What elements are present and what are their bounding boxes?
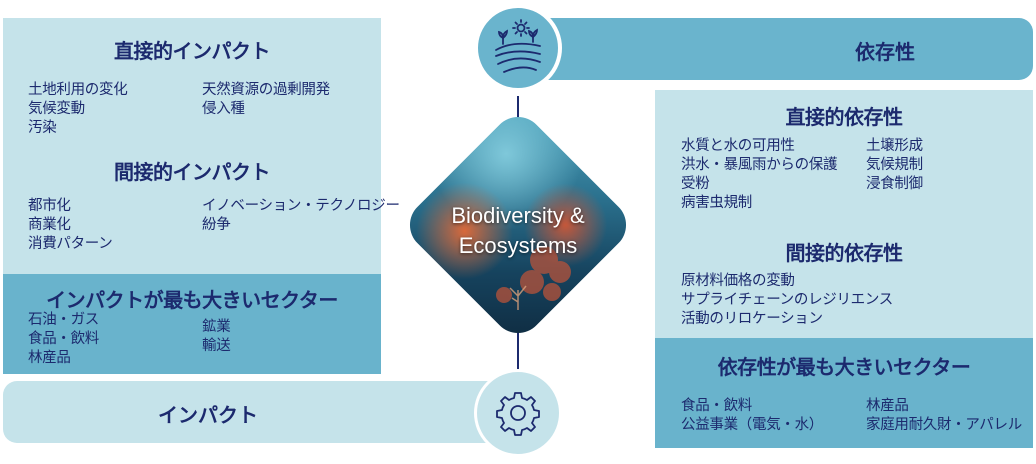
list-item: 土地利用の変化 (28, 82, 128, 98)
list-item: 土壌形成 (866, 138, 923, 154)
list-item: 病害虫規制 (681, 195, 752, 211)
impact-panel (3, 18, 381, 274)
indirect-dependency-list: 原材料価格の変動 サプライチェーンのレジリエンス 活動のリロケーション (681, 272, 893, 329)
direct-dependency-list-2: 土壌形成 気候規制 浸食制御 (866, 137, 923, 194)
list-item: 林産品 (866, 398, 909, 414)
dependency-sectors-list-2: 林産品 家庭用耐久財・アパレル (866, 397, 1022, 435)
bottom-connector-line (517, 332, 519, 372)
coral-decoration (496, 246, 571, 310)
direct-impact-title: 直接的インパクト (114, 39, 271, 63)
impact-sectors-panel (3, 274, 381, 374)
dependency-circle (474, 4, 562, 92)
impact-banner-label: インパクト (158, 403, 258, 427)
dependency-banner-label: 依存性 (855, 40, 915, 64)
list-item: 消費パターン (28, 236, 113, 252)
indirect-impact-list-2: イノベーション・テクノロジー 紛争 (202, 197, 400, 235)
list-item: 受粉 (681, 176, 710, 192)
list-item: 気候変動 (28, 101, 85, 117)
list-item: 林産品 (28, 350, 71, 366)
list-item: 天然資源の過剰開発 (202, 82, 330, 98)
impact-circle (474, 369, 562, 457)
impact-banner: インパクト (3, 381, 503, 443)
biodiversity-label: Biodiversity & Ecosystems (418, 201, 618, 261)
list-item: 原材料価格の変動 (681, 273, 795, 289)
list-item: 家庭用耐久財・アパレル (866, 417, 1022, 433)
direct-impact-list-1: 土地利用の変化 気候変動 汚染 (28, 81, 128, 138)
list-item: 汚染 (28, 120, 57, 136)
list-item: 都市化 (28, 198, 71, 214)
dependency-banner: 依存性 (515, 18, 1033, 80)
list-item: 食品・飲料 (681, 398, 752, 414)
list-item: 水質と水の可用性 (681, 138, 795, 154)
list-item: 鉱業 (202, 319, 231, 335)
indirect-impact-title: 間接的インパクト (114, 160, 271, 184)
list-item: 洪水・暴風雨からの保護 (681, 157, 838, 173)
list-item: 石油・ガス (28, 312, 99, 328)
dependency-sectors-title: 依存性が最も大きいセクター (717, 355, 971, 379)
list-item: イノベーション・テクノロジー (202, 198, 400, 214)
list-item: 活動のリロケーション (681, 311, 823, 327)
list-item: 紛争 (202, 217, 231, 233)
direct-dependency-title: 直接的依存性 (785, 105, 904, 129)
biodiversity-label-line2: Ecosystems (458, 233, 578, 258)
list-item: 公益事業（電気・水） (681, 417, 823, 433)
list-item: 輸送 (202, 338, 231, 354)
list-item: 侵入種 (202, 101, 245, 117)
biodiversity-label-line1: Biodiversity & (451, 203, 585, 228)
list-item: 気候規制 (866, 157, 923, 173)
list-item: 食品・飲料 (28, 331, 99, 347)
gear-icon (496, 392, 540, 436)
indirect-impact-list-1: 都市化 商業化 消費パターン (28, 197, 113, 254)
dependency-sectors-list-1: 食品・飲料 公益事業（電気・水） (681, 397, 823, 435)
list-item: サプライチェーンのレジリエンス (681, 292, 893, 308)
list-item: 商業化 (28, 217, 71, 233)
list-item: 浸食制御 (866, 176, 923, 192)
landscape-sun-icon (476, 6, 560, 90)
dependency-panel (655, 90, 1033, 338)
dependency-sectors-panel (655, 338, 1033, 448)
direct-impact-list-2: 天然資源の過剰開発 侵入種 (202, 81, 330, 119)
impact-sectors-list-2: 鉱業 輸送 (202, 318, 231, 356)
indirect-dependency-title: 間接的依存性 (785, 241, 904, 265)
direct-dependency-list-1: 水質と水の可用性 洪水・暴風雨からの保護 受粉 病害虫規制 (681, 137, 838, 213)
impact-sectors-list-1: 石油・ガス 食品・飲料 林産品 (28, 311, 99, 368)
impact-sectors-title: インパクトが最も大きいセクター (46, 288, 338, 312)
